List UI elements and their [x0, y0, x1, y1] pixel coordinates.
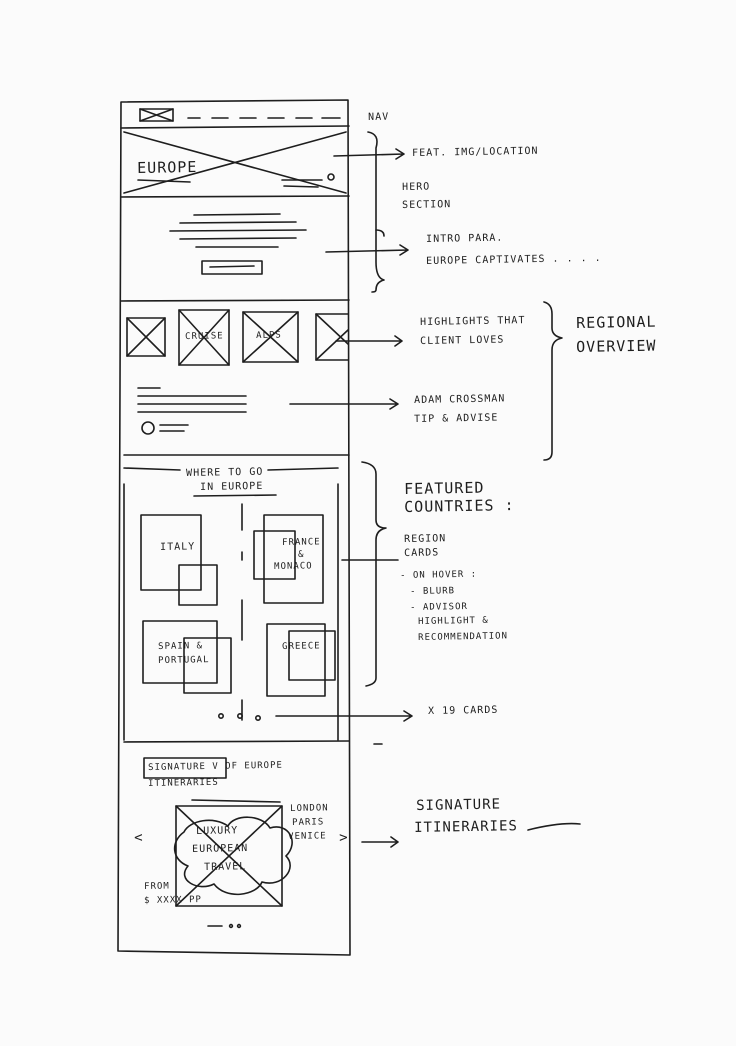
annotation-feat-img: FEAT. IMG/LOCATION — [412, 145, 539, 159]
signature-title-2: ITINERARIES — [148, 777, 219, 789]
hero-brace — [367, 131, 385, 293]
advisor-name-lines — [159, 424, 189, 432]
where-to-go-underline — [193, 494, 277, 497]
annotation-hero-1: HERO — [402, 181, 431, 193]
card-count-arrow — [275, 710, 413, 722]
greece-card-back — [266, 623, 326, 697]
price-amount: $ XXXX PP — [144, 894, 202, 906]
annotation-hover-recommendation: RECOMMENDATION — [418, 631, 509, 643]
annotation-nav: NAV — [368, 111, 390, 123]
annotation-regional-1: REGIONAL — [576, 312, 657, 332]
annotation-hover-highlight: HIGHLIGHT & — [418, 615, 489, 627]
city-venice: VENICE — [288, 831, 327, 842]
annotation-advisor-1: ADAM CROSSMAN — [414, 393, 506, 406]
spain-label-1: SPAIN & — [158, 641, 204, 652]
annotation-card-count: X 19 CARDS — [428, 704, 499, 717]
regional-brace — [543, 301, 563, 461]
intro-arrow — [325, 244, 409, 256]
hero-right-lines — [281, 179, 323, 188]
hero-divider — [120, 195, 350, 198]
highlight-tile-cruise — [178, 309, 230, 366]
location-pin — [327, 173, 335, 181]
intro-cta-line — [209, 265, 255, 268]
annotation-on-hover: - ON HOVER : — [400, 569, 478, 581]
intro-cta-box — [201, 260, 263, 275]
advisor-lines — [137, 387, 247, 413]
cruise-cross — [178, 309, 230, 366]
logo-cross — [139, 108, 174, 122]
where-to-go-lines — [123, 467, 339, 741]
spain-card-front — [183, 637, 232, 694]
highlight-tile-1 — [126, 317, 166, 357]
hero-image-cross — [123, 131, 347, 194]
annotation-highlights-1: HIGHLIGHTS THAT — [420, 315, 526, 328]
carousel-dot-1 — [228, 923, 234, 929]
signature-title-1: SIGNATURE V OF EUROPE — [148, 760, 283, 773]
feat-img-arrow — [333, 148, 405, 160]
annotation-featured-2: COUNTRIES : — [404, 496, 515, 516]
greece-card-front — [288, 630, 336, 681]
pagination-dot-2 — [237, 712, 244, 719]
carousel-next-arrow[interactable]: > — [339, 829, 349, 846]
tile-1-cross — [126, 317, 166, 357]
hero-brace-end — [375, 229, 385, 237]
france-card-front — [253, 530, 296, 580]
hero-label: EUROPE — [137, 157, 198, 177]
logo-placeholder — [139, 108, 174, 122]
highlight-tile-4 — [315, 313, 349, 361]
cards-divider — [123, 740, 350, 743]
signature-label-box — [143, 757, 227, 779]
spain-card-back — [142, 620, 218, 684]
highlight-tile-alps — [242, 311, 299, 363]
france-card-back — [263, 514, 324, 604]
annotation-highlights-2: CLIENT LOVES — [420, 334, 505, 347]
annotation-region-cards-2: CARDS — [404, 547, 440, 559]
annotation-hover-blurb: - BLURB — [410, 586, 456, 597]
italy-card-front — [178, 564, 218, 606]
city-paris: PARIS — [292, 817, 325, 828]
luxury-cloud — [173, 816, 293, 896]
luxury-line-3: TRAVEL — [204, 861, 247, 873]
pagination-dot-1 — [218, 712, 225, 719]
luxury-line-1: LUXURY — [196, 825, 239, 837]
luxury-line-2: EUROPEAN — [192, 843, 249, 855]
tile-alps-label: ALPS — [256, 330, 282, 341]
annotation-advisor-2: TIP & ADVISE — [414, 412, 499, 425]
greece-label: GREECE — [282, 641, 321, 652]
annotation-regional-2: OVERVIEW — [576, 336, 657, 356]
annotation-hover-advisor: - ADVISOR — [410, 601, 468, 613]
annotation-intro-2: EUROPE CAPTIVATES . . . . — [426, 252, 602, 267]
featured-brace — [361, 461, 387, 687]
pagination-dot-3 — [255, 714, 262, 721]
where-to-go-line-2: IN EUROPE — [200, 480, 264, 493]
annotation-signature-2: ITINERARIES — [414, 818, 519, 836]
carousel-prev-arrow[interactable]: < — [134, 829, 144, 846]
signature-flourish — [527, 822, 581, 831]
advisor-avatar — [141, 421, 155, 435]
italy-card-back — [140, 514, 202, 591]
hero-underline — [137, 179, 191, 183]
price-from: FROM — [144, 881, 170, 892]
spain-label-2: PORTUGAL — [158, 655, 210, 666]
intro-lines — [169, 213, 307, 248]
tile-4-cross — [315, 313, 349, 361]
annotation-intro-1: INTRO PARA. — [426, 232, 504, 245]
advisor-arrow — [289, 398, 399, 410]
carousel-dot-2 — [236, 923, 242, 929]
tile-cruise-label: CRUISE — [185, 331, 224, 342]
alps-cross — [242, 311, 299, 363]
signature-underline — [191, 799, 281, 803]
annotation-signature-1: SIGNATURE — [416, 796, 502, 814]
nav-bar — [120, 125, 350, 129]
signature-arrow — [361, 836, 399, 848]
intro-divider — [120, 299, 350, 302]
highlights-arrow — [335, 335, 403, 347]
page-frame — [117, 99, 351, 956]
france-label-3: MONACO — [274, 561, 313, 572]
italy-label: ITALY — [160, 541, 196, 553]
annotation-hero-2: SECTION — [402, 199, 452, 211]
city-london: LONDON — [290, 803, 329, 814]
